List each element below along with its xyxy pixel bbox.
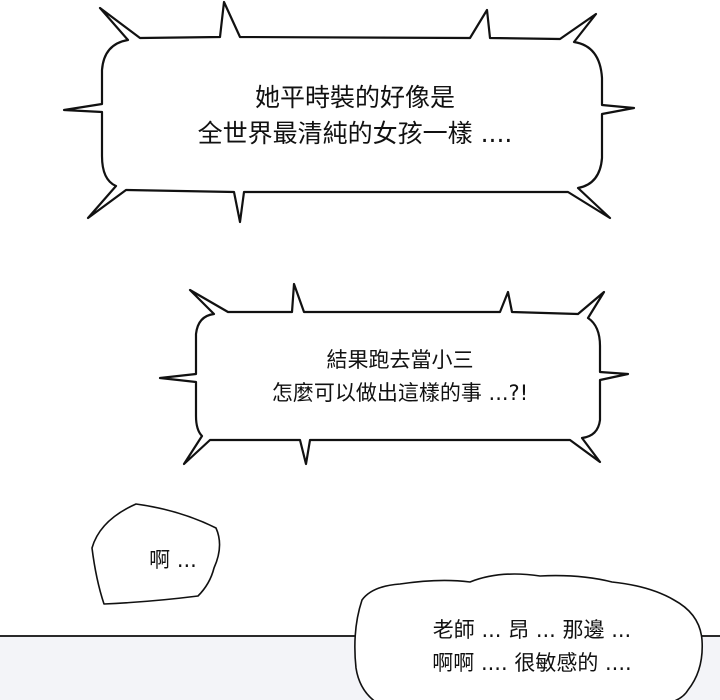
bubble-line: 全世界最清純的女孩一樣 ....	[197, 119, 513, 148]
wavy-bubble-shape	[354, 573, 704, 700]
bubble-line: 結果跑去當小三	[326, 348, 474, 372]
small-bubble-shape	[91, 503, 221, 605]
small-bubble-text: 啊 ...	[118, 545, 228, 575]
bubble-line: 啊啊 .... 很敏感的 ....	[432, 651, 632, 675]
spiky-bubble-2-text: 結果跑去當小三 怎麼可以做出這樣的事 ...?!	[200, 344, 600, 410]
bubble-line: 啊 ...	[149, 548, 197, 572]
bubble-line: 老師 ... 昂 ... 那邊 ...	[432, 618, 632, 642]
spiky-bubble-1-text: 她平時裝的好像是 全世界最清純的女孩一樣 ....	[110, 80, 600, 152]
bubble-line: 怎麼可以做出這樣的事 ...?!	[271, 381, 529, 405]
spiky-bubble-2-shape	[158, 282, 630, 466]
bubble-line: 她平時裝的好像是	[254, 83, 455, 112]
spiky-bubble-1-shape	[62, 0, 636, 224]
wavy-bubble-text: 老師 ... 昂 ... 那邊 ... 啊啊 .... 很敏感的 ....	[372, 614, 692, 680]
